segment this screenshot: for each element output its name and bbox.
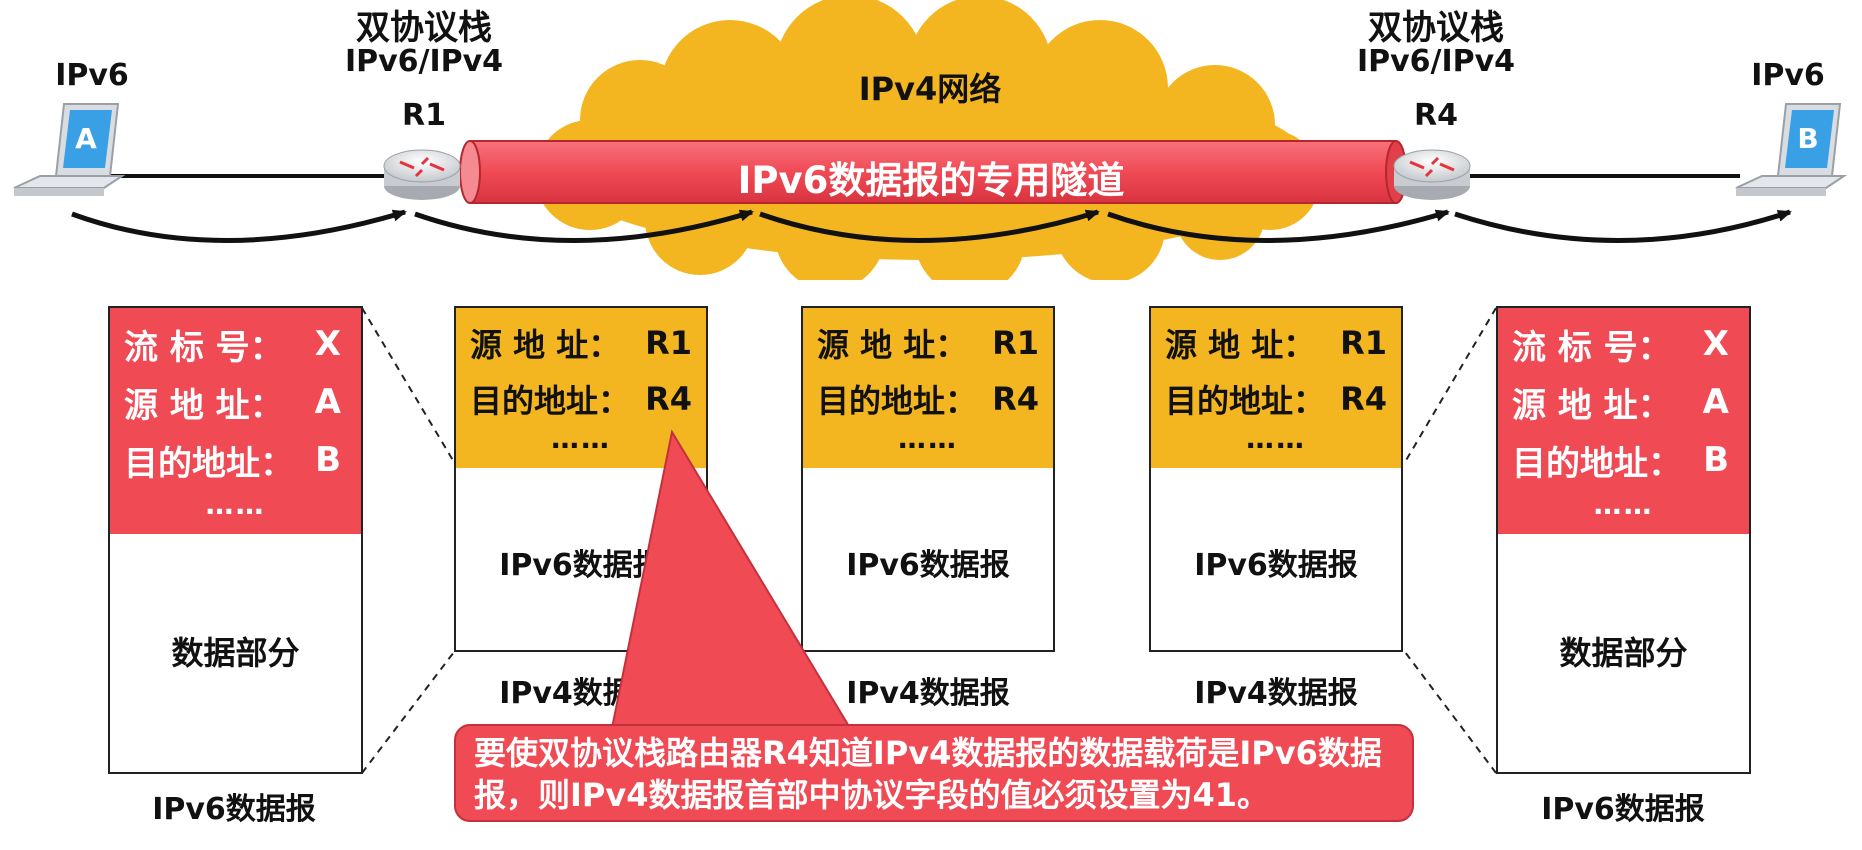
header-field-row: 源 地 址： R1 [803,320,1053,366]
field-name: 源 地 址： [124,385,284,426]
ipv6-header: 流 标 号： X 源 地 址： A 目的地址： B …… [110,308,361,534]
tunnel-label: IPv6数据报的专用隧道 [737,159,1125,202]
router-icon [383,149,461,200]
ipv6-datagram-right: 流 标 号： X 源 地 址： A 目的地址： B …… 数据部分 [1496,306,1751,774]
field-value: X [1702,324,1729,364]
field-value: R4 [992,380,1039,418]
cloud-label: IPv4网络 [858,70,1002,108]
header-ellipsis: …… [898,422,958,455]
laptop-icon [1735,103,1848,196]
field-name: 源 地 址： [1165,326,1316,364]
field-name: 目的地址： [124,443,294,484]
header-field-row: 目的地址： R4 [803,376,1053,422]
router-left-stack: IPv6/IPv4 [344,44,504,79]
header-field-row: 源 地 址： R1 [1151,320,1401,366]
header-ellipsis: …… [551,422,611,455]
payload-label: 数据部分 [171,634,300,672]
header-field-row: 流 标 号： X [110,320,361,368]
payload-label: 数据部分 [1559,634,1688,672]
ipv6-header: 流 标 号： X 源 地 址： A 目的地址： B …… [1498,308,1749,534]
field-value: A [1702,382,1729,422]
payload-label: IPv6数据报 [846,548,1010,583]
field-value: R4 [645,380,692,418]
header-ellipsis: …… [1246,422,1306,455]
field-name: 目的地址： [470,382,631,420]
host-b-letter: B [1797,122,1819,155]
payload-label: IPv6数据报 [1194,548,1358,583]
host-a-proto: IPv6 [55,58,129,93]
field-name: 源 地 址： [1512,385,1672,426]
payload-label: IPv6数据报 [499,548,663,583]
header-field-row: 目的地址： B [110,436,361,484]
field-name: 流 标 号： [1512,327,1672,368]
laptop-icon [13,103,126,196]
ipv4-header: 源 地 址： R1 目的地址： R4 …… [456,308,706,468]
router-left-name: R1 [402,98,446,133]
router-icon [1393,149,1471,200]
header-field-row: 目的地址： B [1498,436,1749,484]
field-value: B [315,440,341,480]
field-value: B [1703,440,1729,480]
router-left-title: 双协议栈 [356,8,492,48]
host-a-letter: A [75,122,97,155]
field-value: X [314,324,341,364]
field-value: R1 [992,324,1039,362]
arrow-icon [71,209,407,243]
ipv4-datagram-2-caption: IPv4数据报 [846,676,1010,711]
ipv4-datagram-2: 源 地 址： R1 目的地址： R4 …… IPv6数据报 [801,306,1055,652]
field-value: R1 [1340,324,1387,362]
field-name: 目的地址： [1512,443,1682,484]
header-field-row: 源 地 址： A [1498,378,1749,426]
field-name: 目的地址： [817,382,978,420]
header-field-row: 源 地 址： A [110,378,361,426]
arrow-icon [1107,209,1450,243]
header-ellipsis: …… [1593,488,1654,521]
arrow-icon [414,209,754,243]
header-field-row: 源 地 址： R1 [456,320,706,366]
header-ellipsis: …… [205,488,266,521]
network-topology [13,0,1848,280]
ipv4-datagram-3-caption: IPv4数据报 [1194,676,1358,711]
field-name: 源 地 址： [817,326,968,364]
ipv6-datagram-right-caption: IPv6数据报 [1541,792,1705,827]
field-value: A [314,382,341,422]
header-field-row: 流 标 号： X [1498,320,1749,368]
header-field-row: 目的地址： R4 [1151,376,1401,422]
arrow-icon [1454,209,1792,243]
field-name: 源 地 址： [470,326,621,364]
field-name: 流 标 号： [124,327,284,368]
header-field-row: 目的地址： R4 [456,376,706,422]
router-right-title: 双协议栈 [1368,8,1504,48]
ipv4-header: 源 地 址： R1 目的地址： R4 …… [803,308,1053,468]
field-value: R4 [1340,380,1387,418]
ipv6-datagram-left-caption: IPv6数据报 [152,792,316,827]
ipv4-datagram-3: 源 地 址： R1 目的地址： R4 …… IPv6数据报 [1149,306,1403,652]
protocol-field-callout: 要使双协议栈路由器R4知道IPv4数据报的数据载荷是IPv6数据报，则IPv4数… [454,724,1414,822]
field-name: 目的地址： [1165,382,1326,420]
host-b-proto: IPv6 [1751,58,1825,93]
field-value: R1 [645,324,692,362]
router-right-stack: IPv6/IPv4 [1356,44,1516,79]
ipv6-datagram-left: 流 标 号： X 源 地 址： A 目的地址： B …… 数据部分 [108,306,363,774]
ipv4-header: 源 地 址： R1 目的地址： R4 …… [1151,308,1401,468]
arrow-icon [759,209,1100,243]
router-right-name: R4 [1414,98,1458,133]
